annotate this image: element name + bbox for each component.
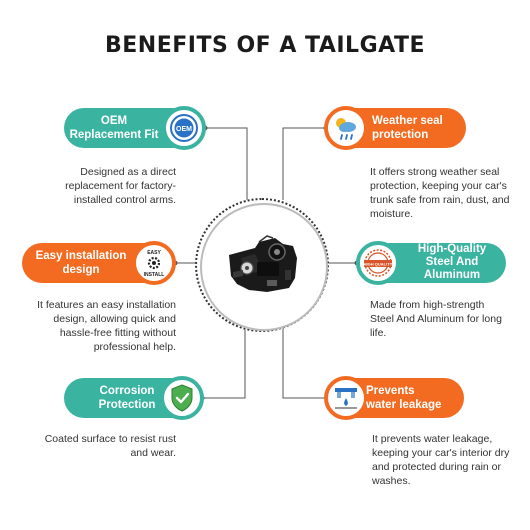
benefit-water-title-2: water leakage [366, 399, 442, 411]
weather-icon [324, 106, 368, 150]
install-icon-text-top: EASY [147, 250, 161, 256]
benefit-weather-description: It offers strong weather seal protection… [370, 166, 510, 220]
benefit-corrosion-title-2: Protection [98, 399, 156, 411]
product-image-circle [195, 198, 329, 332]
benefit-oem-title-1: OEM [100, 115, 128, 127]
tailgate-latch-image [229, 235, 297, 292]
shield-check-icon [160, 376, 204, 420]
oem-badge-icon: OEM [162, 106, 206, 150]
benefit-water-title-1: Prevents [366, 385, 415, 397]
benefit-quality-title-2: Steel And [425, 256, 479, 268]
benefit-oem-description: Designed as a direct replacement for fac… [65, 166, 176, 206]
benefit-corrosion-description: Coated surface to resist rust and wear. [44, 433, 176, 459]
benefit-quality-title-1: High-Quality [417, 243, 487, 255]
benefit-weather-title-1: Weather seal [372, 115, 443, 127]
benefit-oem-pill: OEM Replacement Fit OEM [64, 106, 206, 150]
water-leak-icon [324, 376, 368, 420]
benefit-weather-pill: Weather seal protection [324, 106, 466, 150]
benefit-weather-title-2: protection [372, 129, 429, 141]
benefit-corrosion-pill: Corrosion Protection [64, 376, 204, 420]
page-title: BENEFITS OF A TAILGATE [105, 33, 425, 58]
benefit-install-title-1: Easy installation [35, 250, 127, 262]
benefit-install-pill: Easy installation design EASY INSTALL [22, 241, 176, 285]
quality-badge-text: HIGH QUALITY [364, 262, 393, 267]
benefit-water-description: It prevents water leakage, keeping your … [372, 433, 510, 487]
benefit-quality-description: Made from high-strength Steel And Alumin… [370, 299, 502, 339]
benefit-quality-pill: HIGH QUALITY High-Quality Steel And Alum… [356, 241, 506, 285]
benefit-install-description: It features an easy installation design,… [37, 299, 176, 353]
benefit-corrosion-title-1: Corrosion [99, 385, 155, 397]
easy-install-gear-icon: EASY INSTALL [132, 241, 176, 285]
high-quality-badge-icon: HIGH QUALITY [356, 241, 400, 285]
benefit-quality-title-3: Aluminum [423, 269, 481, 281]
benefit-oem-title-2: Replacement Fit [69, 129, 159, 141]
install-icon-text-bottom: INSTALL [144, 272, 165, 278]
benefit-install-title-2: design [62, 264, 100, 276]
oem-badge-text: OEM [176, 126, 192, 133]
benefit-water-pill: Prevents water leakage [324, 376, 464, 420]
